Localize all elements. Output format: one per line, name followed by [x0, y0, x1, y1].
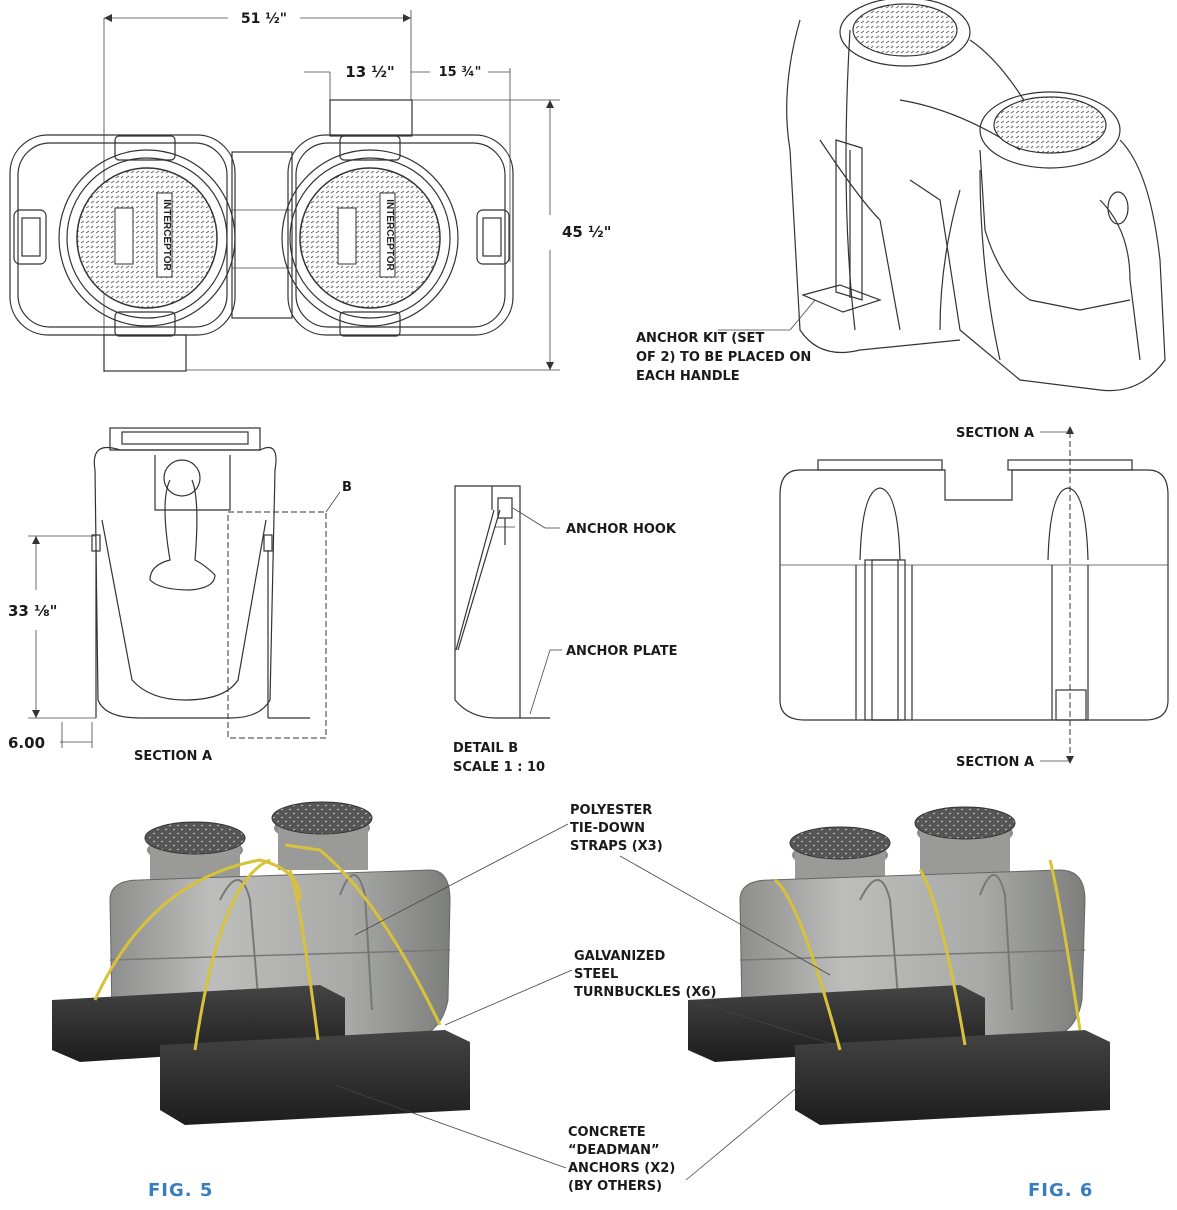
- dim-plate-offset: 15 ¾": [439, 65, 482, 80]
- callout-straps-2: TIE-DOWN: [570, 821, 645, 836]
- section-a-top-label: SECTION A: [956, 426, 1034, 441]
- side-elevation-view: SECTION A SECTION A: [779, 426, 1169, 770]
- callout-anchor-hook: ANCHOR HOOK: [566, 522, 677, 537]
- detail-marker: B: [342, 480, 352, 495]
- isometric-line-view: ANCHOR KIT (SET OF 2) TO BE PLACED ON EA…: [636, 0, 1166, 392]
- callout-anchor-kit-3: EACH HANDLE: [636, 369, 740, 384]
- top-lid-right: INTERCEPTOR: [281, 149, 459, 327]
- dim-lid-offset: 13 ½": [345, 63, 394, 81]
- top-view: 51 ½" 13 ½" 15 ¾" 45 ½": [9, 10, 611, 372]
- section-a-bottom-label: SECTION A: [956, 755, 1034, 770]
- section-a-view: B 33 ⅛" 6.00 SECTION A: [8, 427, 352, 764]
- top-lid-left: INTERCEPTOR: [58, 149, 236, 327]
- callout-turnbuckles-1: GALVANIZED: [574, 949, 665, 964]
- fig5-render: FIG. 5: [52, 801, 470, 1201]
- fig6-render: FIG. 6: [688, 806, 1110, 1201]
- callout-straps-1: POLYESTER: [570, 803, 652, 818]
- callout-deadman-1: CONCRETE: [568, 1125, 646, 1140]
- callout-anchor-kit-1: ANCHOR KIT (SET: [636, 331, 764, 346]
- dim-plate-depth: 6.00: [8, 734, 45, 752]
- dim-height: 33 ⅛": [8, 602, 57, 620]
- dim-overall-length: 51 ½": [241, 11, 287, 27]
- callout-straps-3: STRAPS (X3): [570, 839, 663, 854]
- section-a-label: SECTION A: [134, 749, 212, 764]
- callout-deadman-3: ANCHORS (X2): [568, 1161, 675, 1176]
- callout-anchor-kit-2: OF 2) TO BE PLACED ON: [636, 350, 811, 365]
- dim-overall-width: 45 ½": [562, 223, 611, 241]
- fig5-label: FIG. 5: [148, 1180, 213, 1201]
- callout-deadman-2: “DEADMAN”: [568, 1143, 660, 1158]
- callout-turnbuckles-2: STEEL: [574, 967, 618, 982]
- detail-b-view: ANCHOR HOOK ANCHOR PLATE DETAIL B SCALE …: [453, 485, 678, 775]
- callout-turnbuckles-3: TURNBUCKLES (X6): [574, 985, 716, 1000]
- fig6-label: FIG. 6: [1028, 1180, 1093, 1201]
- callout-anchor-plate: ANCHOR PLATE: [566, 644, 678, 659]
- detail-b-scale: SCALE 1 : 10: [453, 760, 545, 775]
- lid-text-left: INTERCEPTOR: [161, 199, 172, 271]
- center-callouts: POLYESTER TIE-DOWN STRAPS (X3) GALVANIZE…: [334, 803, 836, 1194]
- lid-text-right: INTERCEPTOR: [384, 199, 395, 271]
- detail-b-title: DETAIL B: [453, 741, 518, 756]
- callout-deadman-4: (BY OTHERS): [568, 1179, 662, 1194]
